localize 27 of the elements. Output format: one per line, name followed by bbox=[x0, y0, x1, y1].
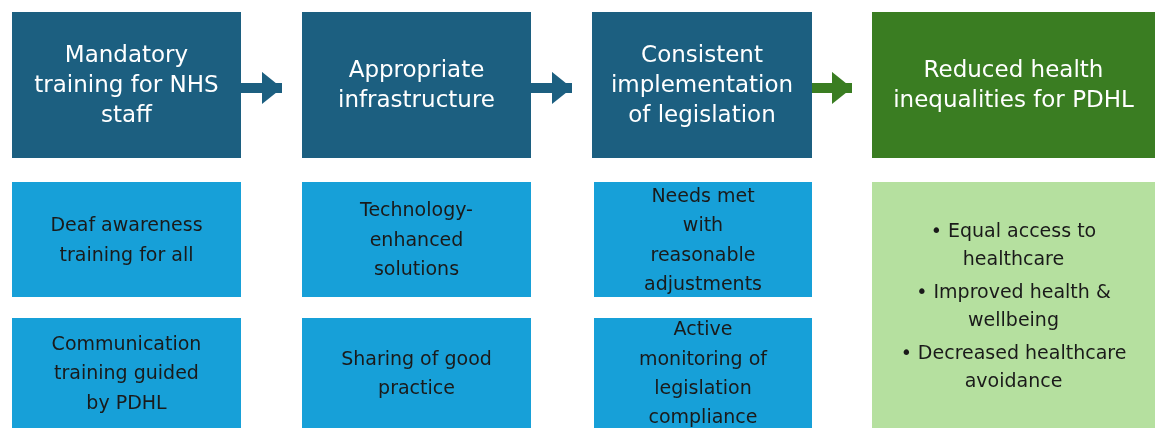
activity-box bbox=[12, 318, 241, 428]
activity-box bbox=[302, 182, 531, 297]
box-text: Active monitoring of legislation compliance bbox=[637, 316, 769, 428]
activity-box bbox=[302, 318, 531, 428]
box-text: Appropriate infrastructure bbox=[337, 55, 496, 114]
box-text: Needs met with reasonable adjustments bbox=[643, 182, 763, 296]
box-text: Technology-enhanced solutions bbox=[359, 197, 474, 282]
heading-box bbox=[12, 12, 241, 158]
arrow bbox=[241, 71, 282, 104]
heading-box bbox=[872, 12, 1155, 158]
bullet-item: • Decreased healthcare avoidance bbox=[899, 339, 1128, 393]
box-text: Consistent implementation of legislation bbox=[609, 40, 795, 129]
heading-box bbox=[302, 12, 531, 158]
box-text: Deaf awareness training for all bbox=[49, 212, 204, 267]
box-text: Mandatory training for NHS staff bbox=[33, 40, 220, 129]
arrow bbox=[531, 71, 572, 104]
arrow bbox=[812, 71, 852, 104]
outcome-box bbox=[872, 182, 1155, 428]
bullet-item: • Equal access to healthcare bbox=[929, 217, 1098, 271]
box-text: Communication training guided by PDHL bbox=[50, 330, 203, 415]
box-text: Sharing of good practice bbox=[340, 345, 493, 400]
activity-box bbox=[594, 182, 812, 297]
bullet-item: • Improved health & wellbeing bbox=[915, 278, 1112, 332]
heading-box bbox=[592, 12, 812, 158]
activity-box bbox=[12, 182, 241, 297]
box-text: Reduced health inequalities for PDHL bbox=[892, 55, 1135, 114]
activity-box bbox=[594, 318, 812, 428]
